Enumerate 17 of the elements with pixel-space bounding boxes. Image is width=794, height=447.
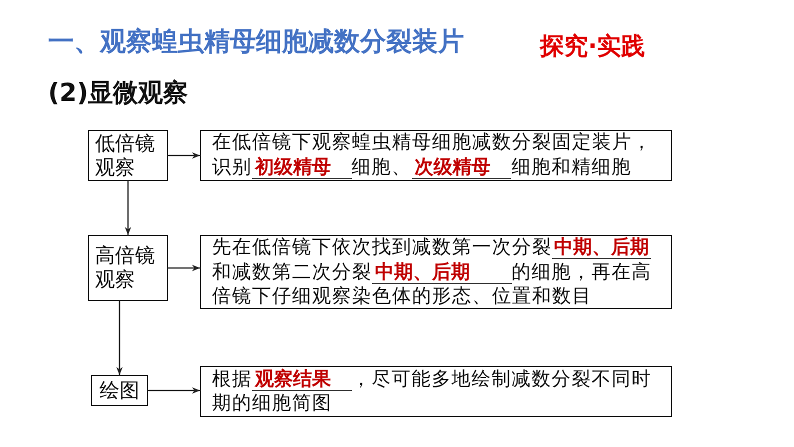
step-label: 绘图 bbox=[100, 378, 140, 402]
step-box bbox=[91, 375, 148, 406]
section-heading: 一、观察蝗虫精母细胞减数分裂装片 bbox=[48, 26, 464, 58]
step-description: 根据观察结果，尽可能多地绘制减数分裂不同时期的细胞简图 bbox=[212, 367, 653, 416]
step-label: 高倍镜观察 bbox=[95, 244, 156, 292]
step-box bbox=[88, 235, 168, 301]
arrow bbox=[148, 387, 200, 394]
subheading: (2)显微观察 bbox=[48, 77, 188, 109]
step-box bbox=[88, 130, 168, 181]
arrow bbox=[124, 181, 132, 235]
arrow bbox=[168, 264, 200, 272]
activity-tag: 探究·实践 bbox=[540, 31, 646, 61]
arrow bbox=[116, 301, 123, 375]
step-description: 在低倍镜下观察蝗虫精母细胞减数分裂固定装片，识别初级精母细胞、次级精母细胞和精细胞 bbox=[212, 131, 653, 180]
arrow bbox=[168, 152, 200, 159]
step-label: 低倍镜观察 bbox=[95, 132, 156, 180]
step-description: 先在低倍镜下依次找到减数第一次分裂中期、后期和减数第二次分裂中期、后期的细胞，再在高倍镜下仔细观察染色体的形态、位置和数目 bbox=[212, 235, 653, 309]
